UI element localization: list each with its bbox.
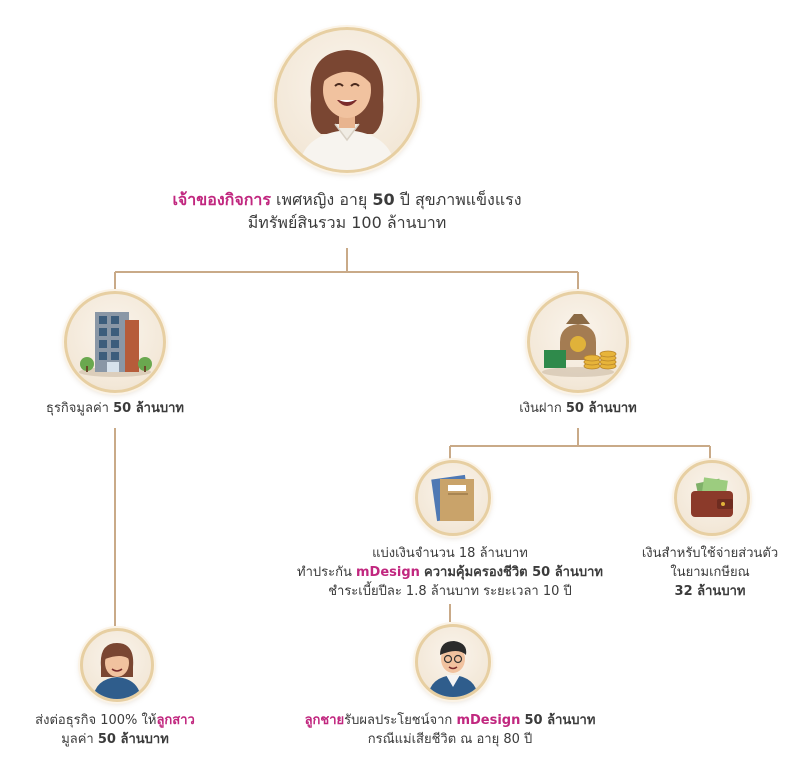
owner-age-unit: ปี [399,190,410,209]
owner-gender: เพศหญิง [276,190,335,209]
business-value: 50 ล้านบาท [113,401,184,416]
insurance-product: mDesign [355,564,420,580]
owner-assets: มีทรัพย์สินรวม 100 ล้านบาท [247,213,447,233]
daughter-description: ส่งต่อธุรกิจ 100% ให้ลูกสาว มูลค่า 50 ล้… [10,712,220,750]
woman-avatar-icon [299,50,395,170]
insurance-line2-prefix: ทำประกัน [297,564,352,580]
insurance-node-circle [415,460,491,536]
son-heir: ลูกชาย [304,713,345,728]
insurance-line1: แบ่งเงินจำนวน 18 ล้านบาท [372,546,528,561]
office-building-icon [79,312,152,377]
deposit-value: 50 ล้านบาท [565,401,637,416]
son-line2: กรณีแม่เสียชีวิต ณ อายุ 80 ปี [367,731,533,747]
daughter-avatar-icon [93,643,141,699]
insurance-document-icon [431,474,474,522]
retirement-node-circle [674,460,750,536]
deposit-label-text: เงินฝาก [519,401,562,416]
owner-age-prefix: อายุ [339,190,368,209]
deposit-label: เงินฝาก 50 ล้านบาท [478,400,678,419]
owner-age: 50 [372,190,395,209]
owner-role: เจ้าของกิจการ [172,190,271,209]
daughter-line1-prefix: ส่งต่อธุรกิจ 100% ให้ [35,713,157,728]
retirement-value: 32 ล้านบาท [674,583,746,599]
business-label: ธุรกิจมูลค่า 50 ล้านบาท [15,400,215,419]
daughter-value: 50 ล้านบาท [97,731,169,747]
retirement-description: เงินสำหรับใช้จ่ายส่วนตัว ในยามเกษียณ 32 … [610,545,800,602]
deposit-node-circle [527,291,629,393]
daughter-node-circle [80,628,154,702]
owner-health: สุขภาพแข็งแรง [414,190,522,209]
retirement-line2: ในยามเกษียณ [670,564,750,580]
insurance-line3: ชำระเบี้ยปีละ 1.8 ล้านบาท ระยะเวลา 10 ปี [328,583,572,599]
insurance-description: แบ่งเงินจำนวน 18 ล้านบาท ทำประกัน mDesig… [250,545,650,602]
son-description: ลูกชายรับผลประโยชน์จาก mDesign 50 ล้านบา… [250,712,650,750]
insurance-line2-suffix: ความคุ้มครองชีวิต 50 ล้านบาท [424,564,603,580]
son-product: mDesign [456,713,521,728]
owner-description: เจ้าของกิจการ เพศหญิง อายุ 50 ปี สุขภาพแ… [0,188,694,234]
son-line1-mid: รับผลประโยชน์จาก [344,713,453,728]
daughter-heir: ลูกสาว [156,713,195,728]
business-label-text: ธุรกิจมูลค่า [46,401,109,416]
son-avatar-icon [428,641,478,697]
owner-portrait [274,27,420,173]
wallet-icon [691,477,733,517]
daughter-line2-prefix: มูลค่า [61,731,94,747]
money-bag-coins-icon [542,314,617,377]
retirement-line1: เงินสำหรับใช้จ่ายส่วนตัว [641,546,779,561]
business-node-circle [64,291,166,393]
son-node-circle [415,624,491,700]
son-value: 50 ล้านบาท [524,713,596,728]
